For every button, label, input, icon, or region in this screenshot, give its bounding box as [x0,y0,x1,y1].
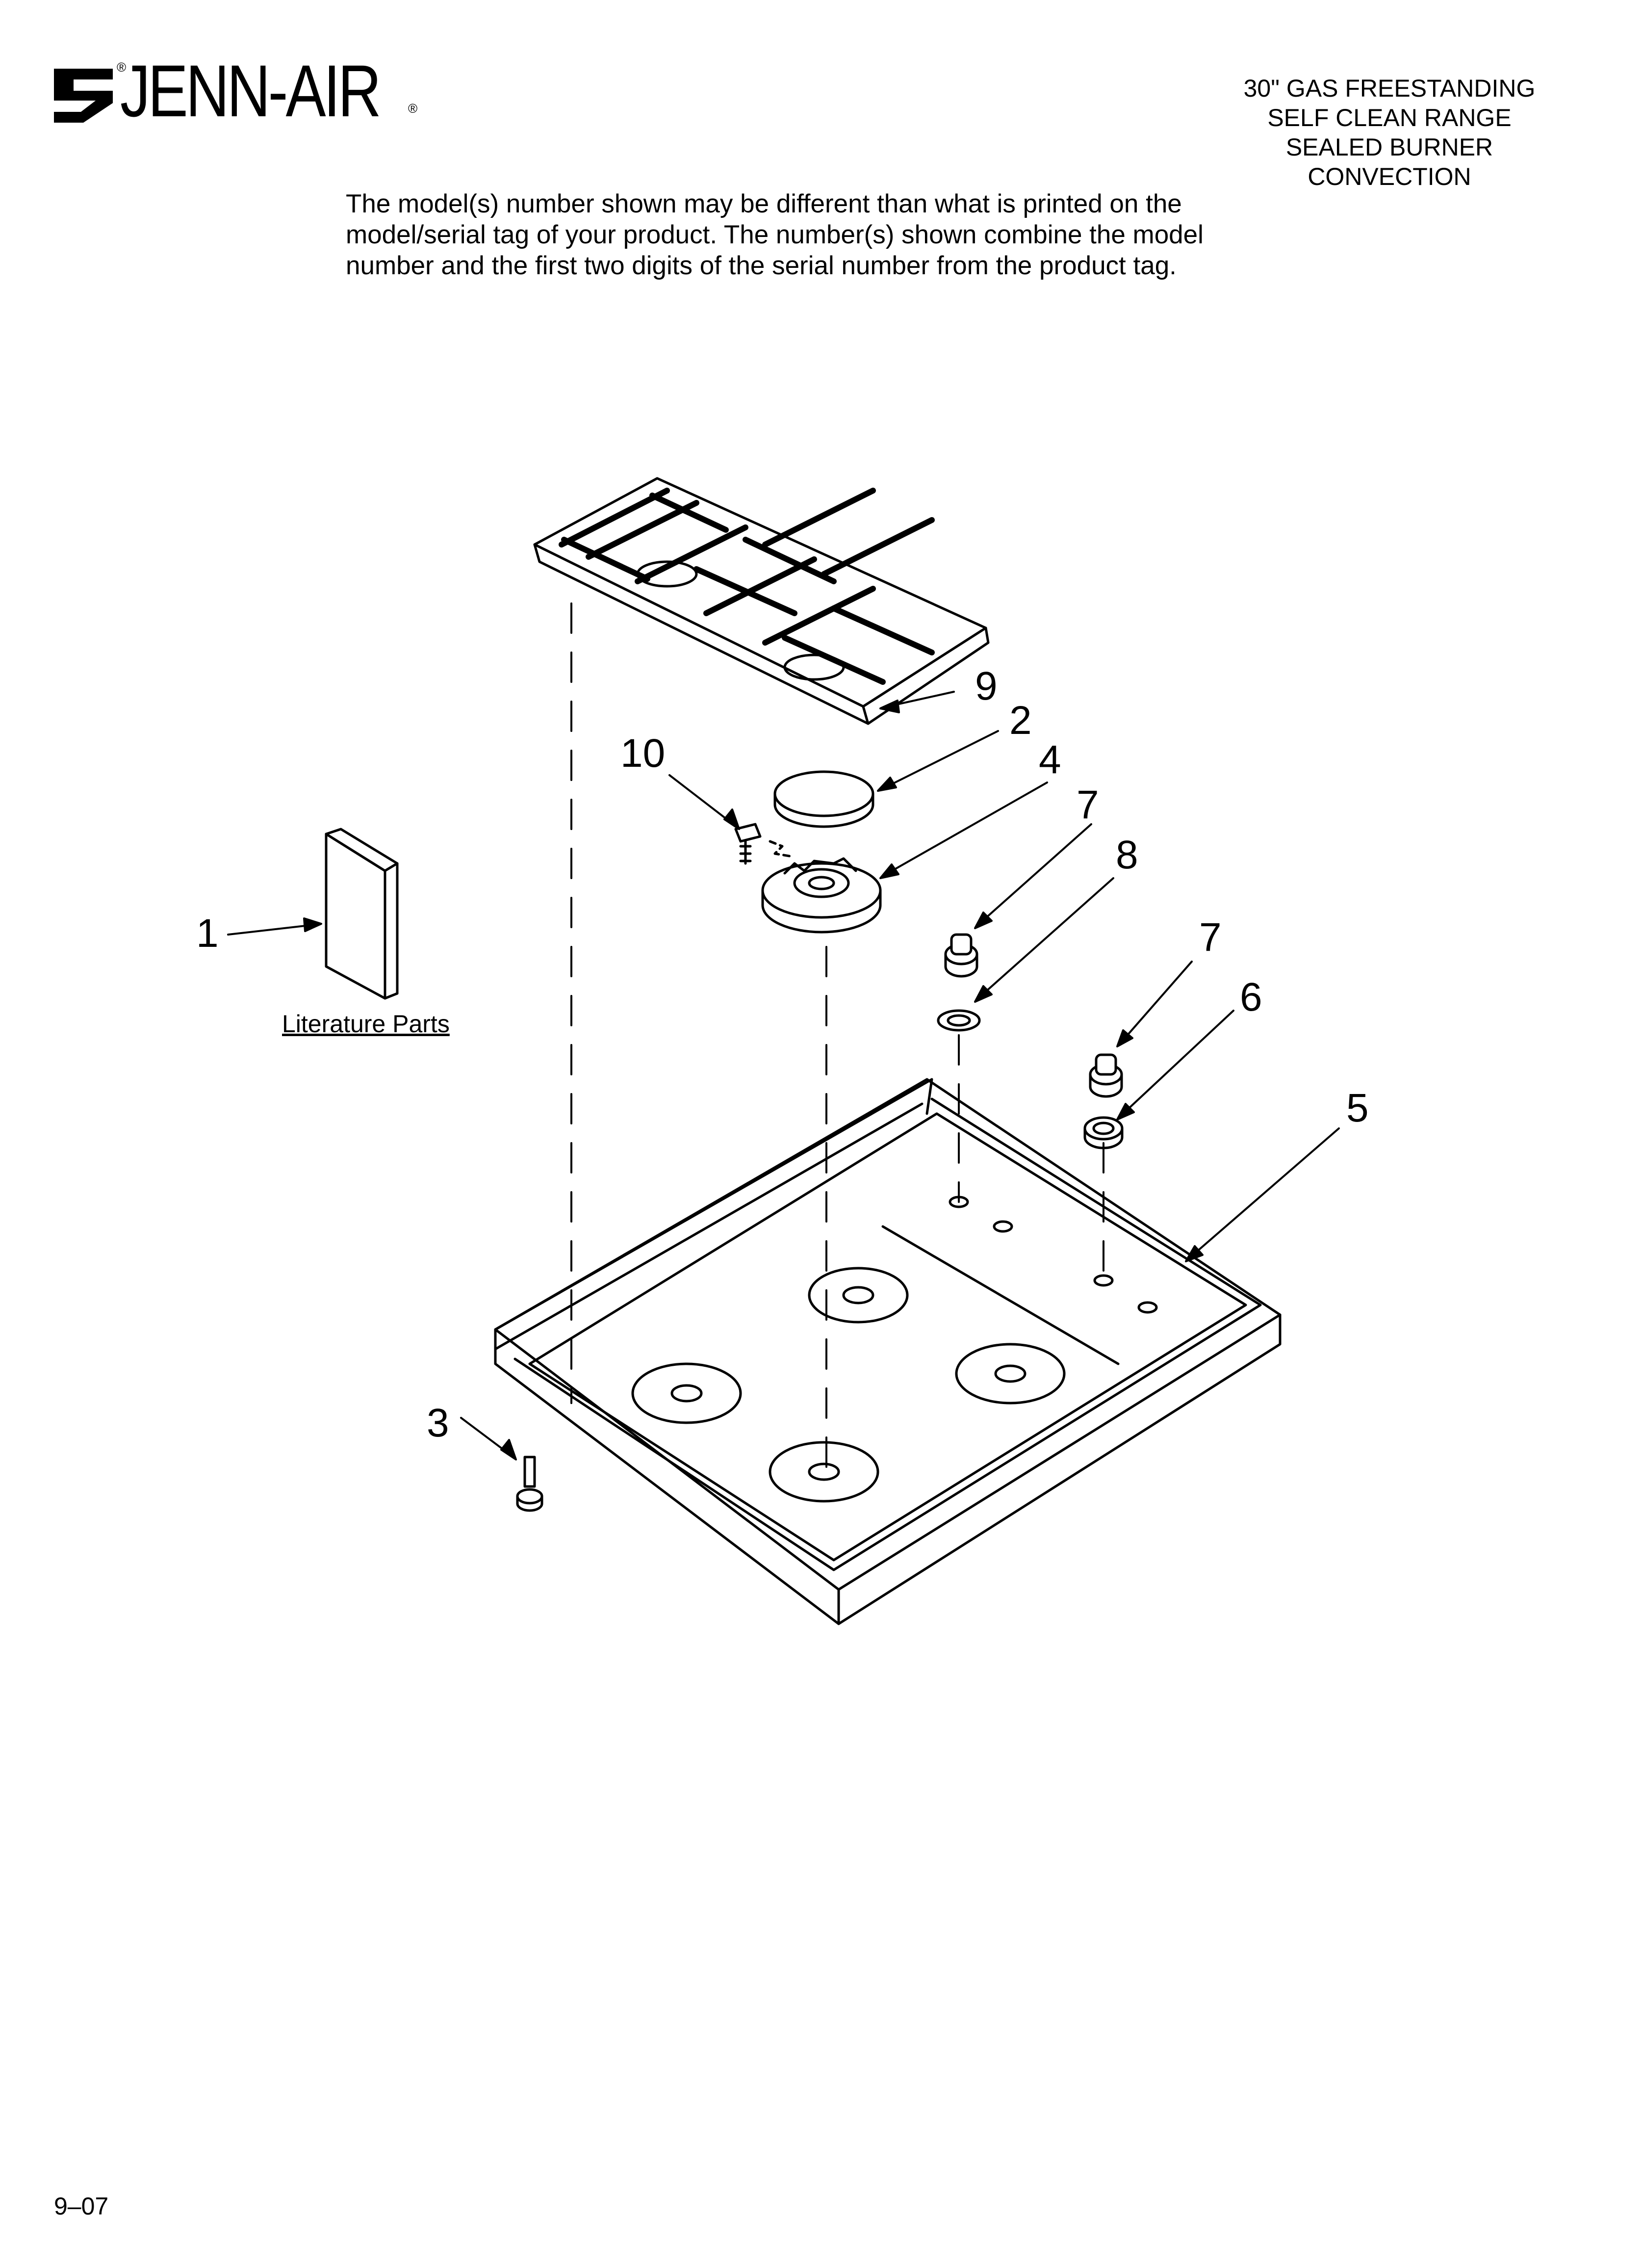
product-title-line: SELF CLEAN RANGE [1267,104,1512,131]
screw [734,823,791,865]
control-knob [944,933,978,978]
callout-6: 6 [1240,975,1262,1019]
jenn-air-logo: ® JENN-AIR ® [54,54,427,128]
callout-7: 7 [1077,782,1099,827]
brand-name: JENN-AIR [120,50,382,132]
alignment-lines [570,602,1104,1473]
callout-5: 5 [1346,1086,1369,1130]
callout-1: 1 [196,911,219,956]
disclaimer-line: number and the first two digits of the s… [346,251,1177,280]
product-title-line: 30" GAS FREESTANDING [1243,75,1536,102]
disclaimer-line: The model(s) number shown may be differe… [346,189,1182,218]
callout-7-second: 7 [1199,915,1222,960]
burner-base [761,857,882,934]
burner-grate [533,477,990,725]
control-knob [1089,1053,1123,1098]
knob-bezel [937,1009,981,1032]
date-code: 9–07 [54,2192,109,2220]
leveling-leg [516,1456,543,1512]
product-title: 30" GAS FREESTANDING SELF CLEAN RANGE SE… [1203,74,1576,191]
model-number-disclaimer: The model(s) number shown may be differe… [346,188,1327,281]
callout-9: 9 [975,664,998,708]
burner-cap [773,770,874,828]
product-title-line: SEALED BURNER [1285,133,1493,161]
callout-2: 2 [1009,698,1032,743]
cooktop [494,1078,1282,1625]
callout-leaders [227,691,1340,1460]
callout-3: 3 [427,1401,449,1445]
disclaimer-line: model/serial tag of your product. The nu… [346,220,1204,249]
callout-8: 8 [1116,833,1138,877]
jenn-air-logo-icon [54,69,113,123]
callout-4: 4 [1039,737,1061,782]
product-title-line: CONVECTION [1308,163,1471,190]
callout-10: 10 [620,731,666,776]
literature-booklet [325,828,399,1000]
knob-ring [1083,1116,1124,1149]
registered-mark-small: ® [408,101,418,116]
registered-mark: ® [117,60,127,75]
literature-parts-label: Literature Parts [282,1010,450,1038]
